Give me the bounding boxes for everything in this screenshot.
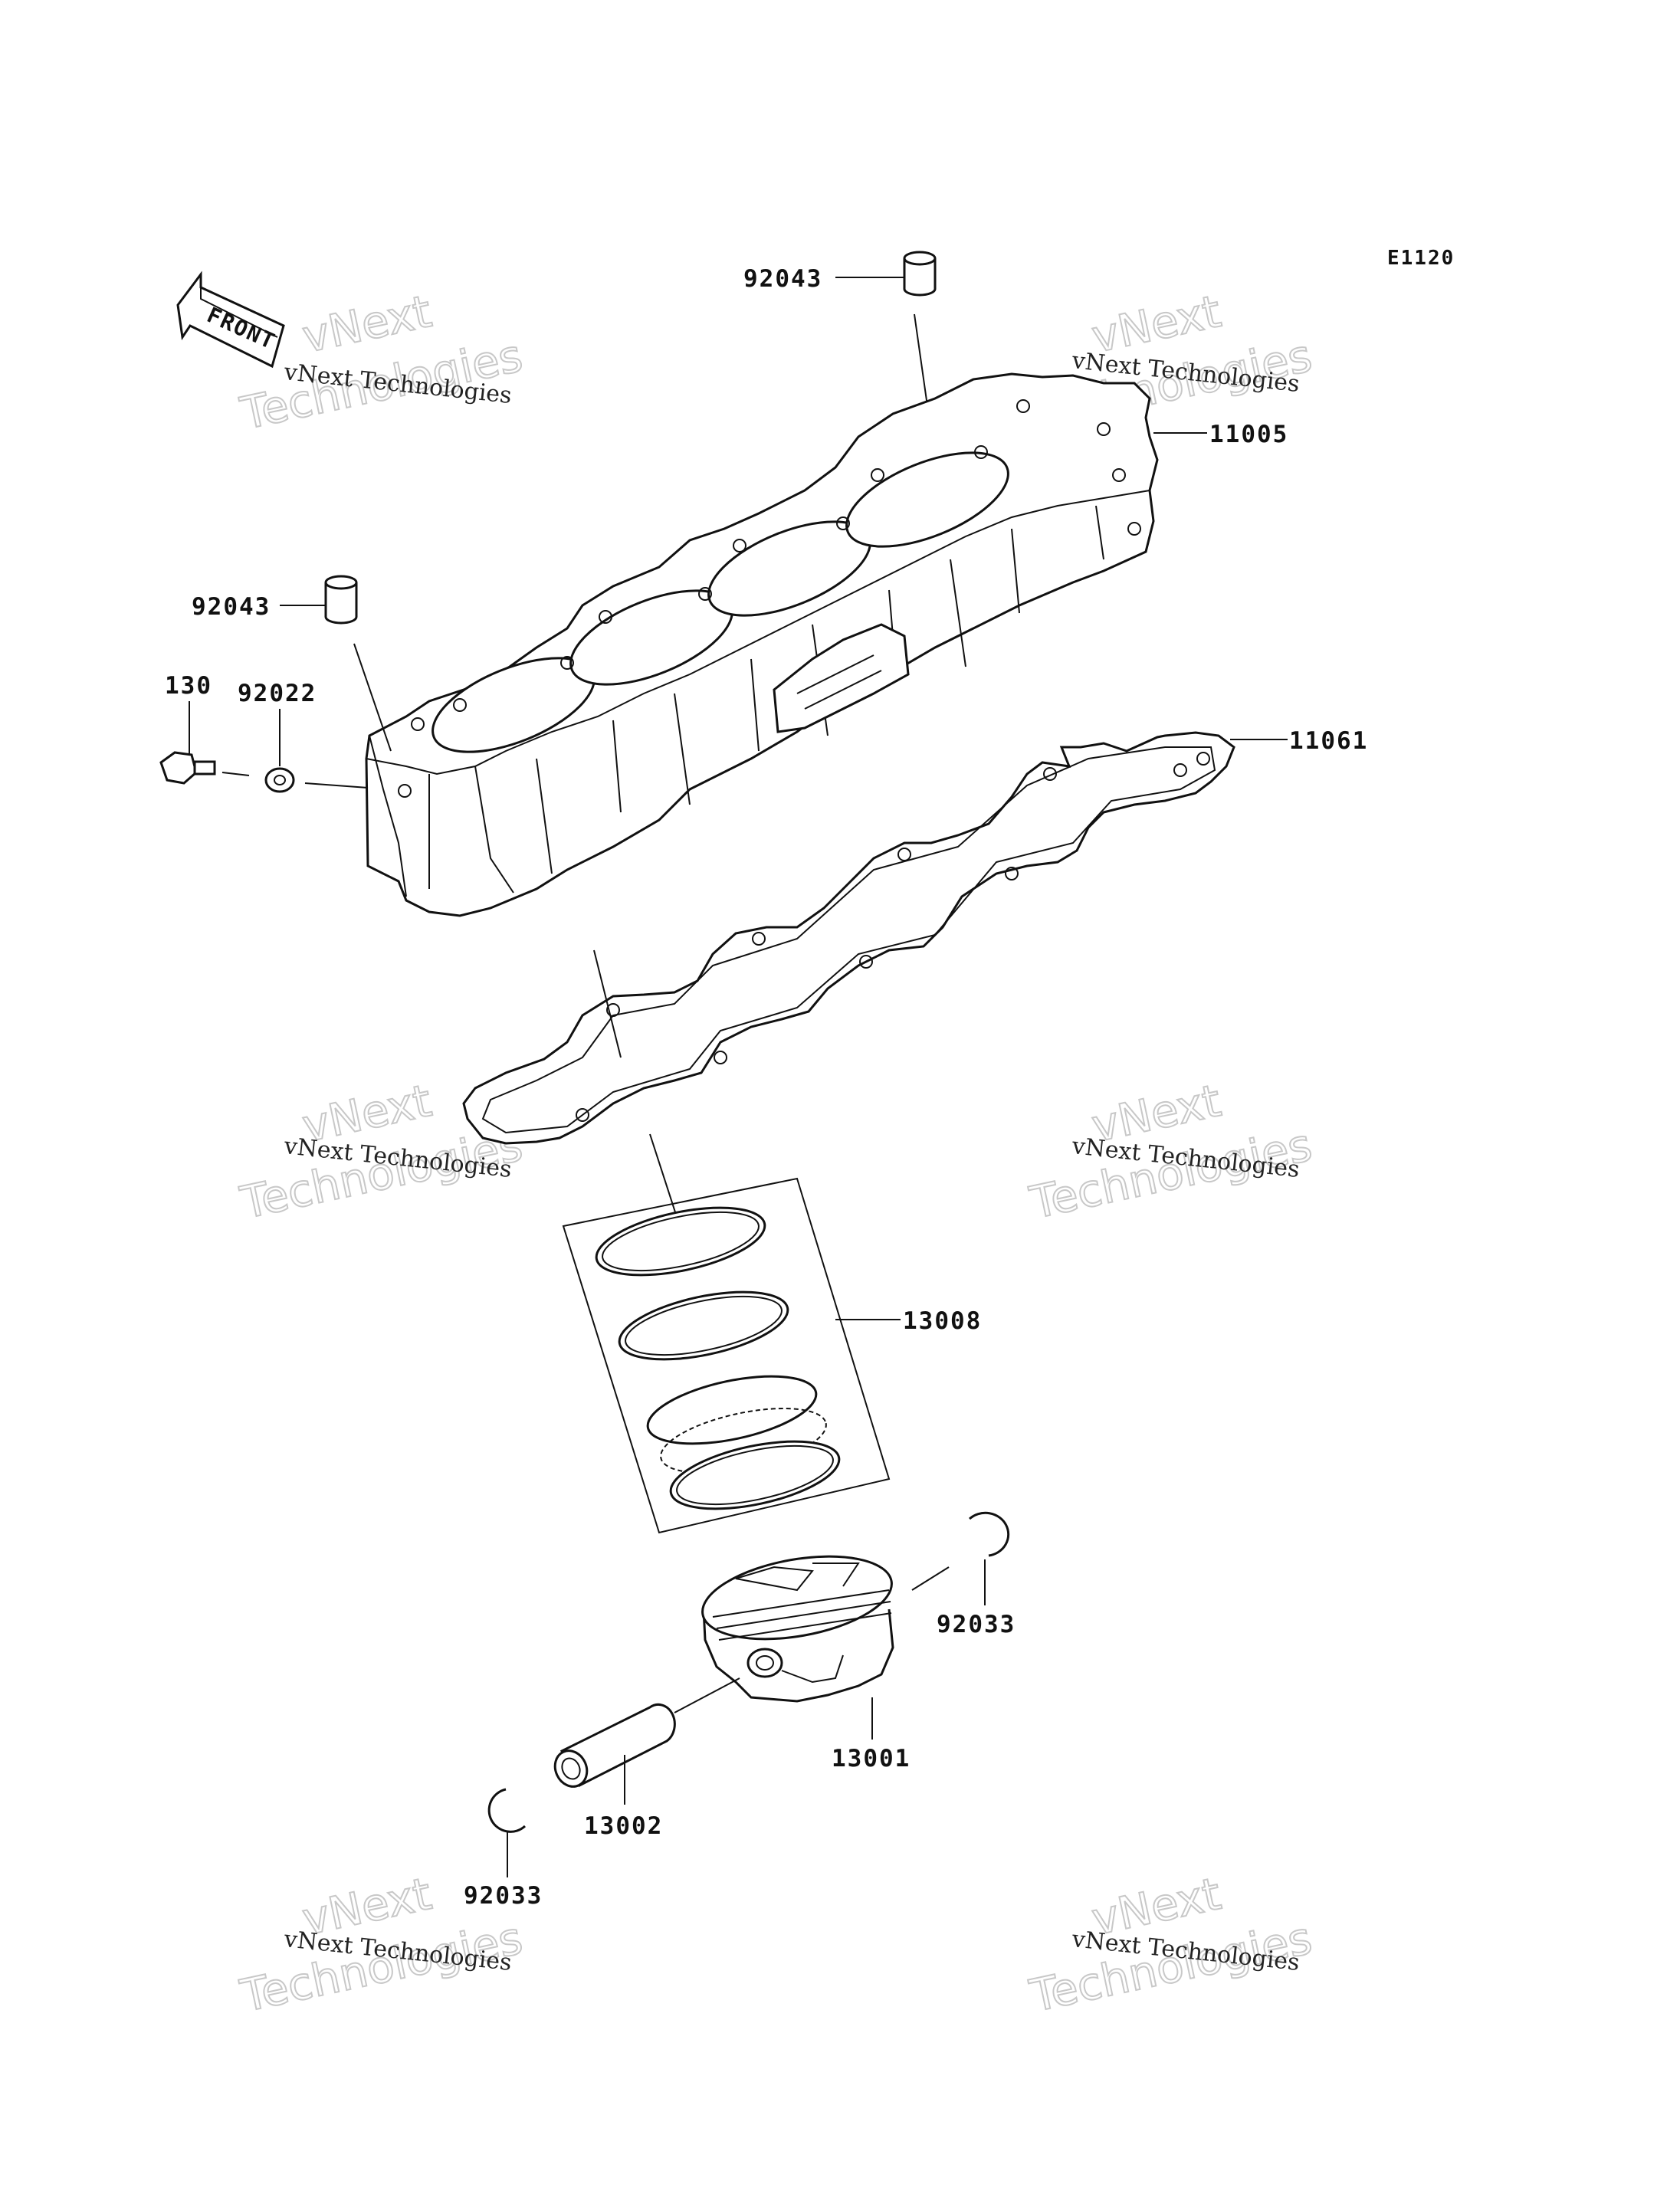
label-92043-top: 92043 [743,265,822,293]
cylinder-gasket [462,731,1235,1145]
watermark-mid-right: vNext Technologies vNext Technologies [1025,1074,1317,1230]
bolt [159,751,250,785]
label-92033-left: 92033 [464,1882,543,1910]
label-92033-right: 92033 [937,1611,1016,1638]
dowel-pin-left [324,575,392,752]
watermark-top-left: vNext Technologies vNext Technologies [235,284,528,441]
diagram-code: E1120 [1387,247,1455,270]
label-13002: 13002 [584,1812,663,1840]
cylinder-block [365,372,1159,917]
circlip-right [911,1511,1010,1591]
watermark-bottom-right: vNext Technologies vNext Technologies [1025,1867,1317,2023]
label-92022: 92022 [238,680,317,707]
label-13008: 13008 [903,1307,982,1335]
circlip-left [487,1788,527,1833]
label-11005: 11005 [1209,421,1288,448]
label-130: 130 [165,672,212,700]
label-11061: 11061 [1289,727,1368,755]
washer [264,767,369,793]
front-arrow-icon: FRONT [176,271,285,369]
label-92043-left: 92043 [192,593,271,621]
piston [674,1555,894,1713]
piston-ring-set [562,1133,891,1534]
piston-pin [553,1703,676,1788]
label-13001: 13001 [832,1745,911,1772]
